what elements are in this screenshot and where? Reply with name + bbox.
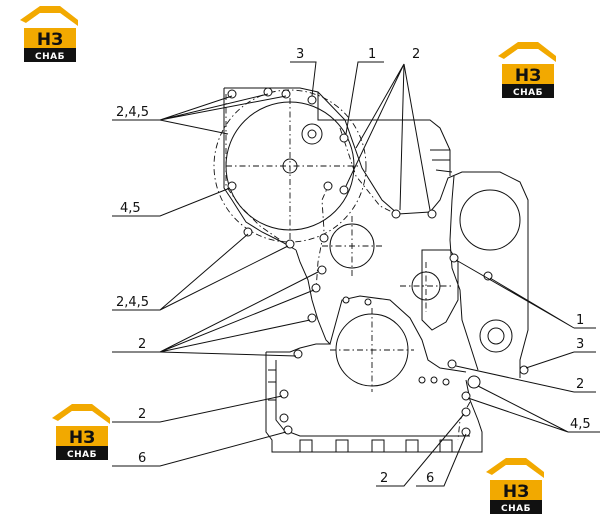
callout-6-left: 6 [138,451,146,466]
logo-word: СНАБ [67,450,97,460]
callout-1-right: 1 [576,313,584,328]
logo-word: СНАБ [35,52,65,62]
logo-bottom-right: НЗ СНАБ [486,458,544,514]
callout-2-left-b: 2 [138,407,146,422]
callout-3-top: 3 [296,47,304,62]
callout-45-left: 4,5 [120,201,141,216]
logo-top-left: НЗ СНАБ [20,6,78,62]
logo-bottom-left: НЗ СНАБ [52,404,110,460]
callout-6-bottom: 6 [426,471,434,486]
callout-labels: 3 1 2 2,4,5 4,5 2,4,5 2 2 6 1 3 2 4,5 2 … [116,47,591,486]
leader-lines [112,61,600,487]
callout-1-top: 1 [368,47,376,62]
callout-245-mid: 2,4,5 [116,295,149,310]
logo-mark: НЗ [503,482,529,502]
logo-word: СНАБ [513,88,543,98]
callout-2-right: 2 [576,377,584,392]
callout-3-right: 3 [576,337,584,352]
logo-mark: НЗ [37,30,63,50]
callout-2-left-a: 2 [138,337,146,352]
callout-45-right: 4,5 [570,417,591,432]
logo-mark: НЗ [69,428,95,448]
bolt-holes [227,87,529,437]
timing-housing-outline [223,87,529,453]
callout-245-top: 2,4,5 [116,105,149,120]
hidden-outlines [213,89,471,441]
logo-word: СНАБ [501,504,531,514]
logo-mark: НЗ [515,66,541,86]
callout-2-top: 2 [412,47,420,62]
logo-top-right: НЗ СНАБ [498,42,556,98]
callout-2-bottom: 2 [380,471,388,486]
